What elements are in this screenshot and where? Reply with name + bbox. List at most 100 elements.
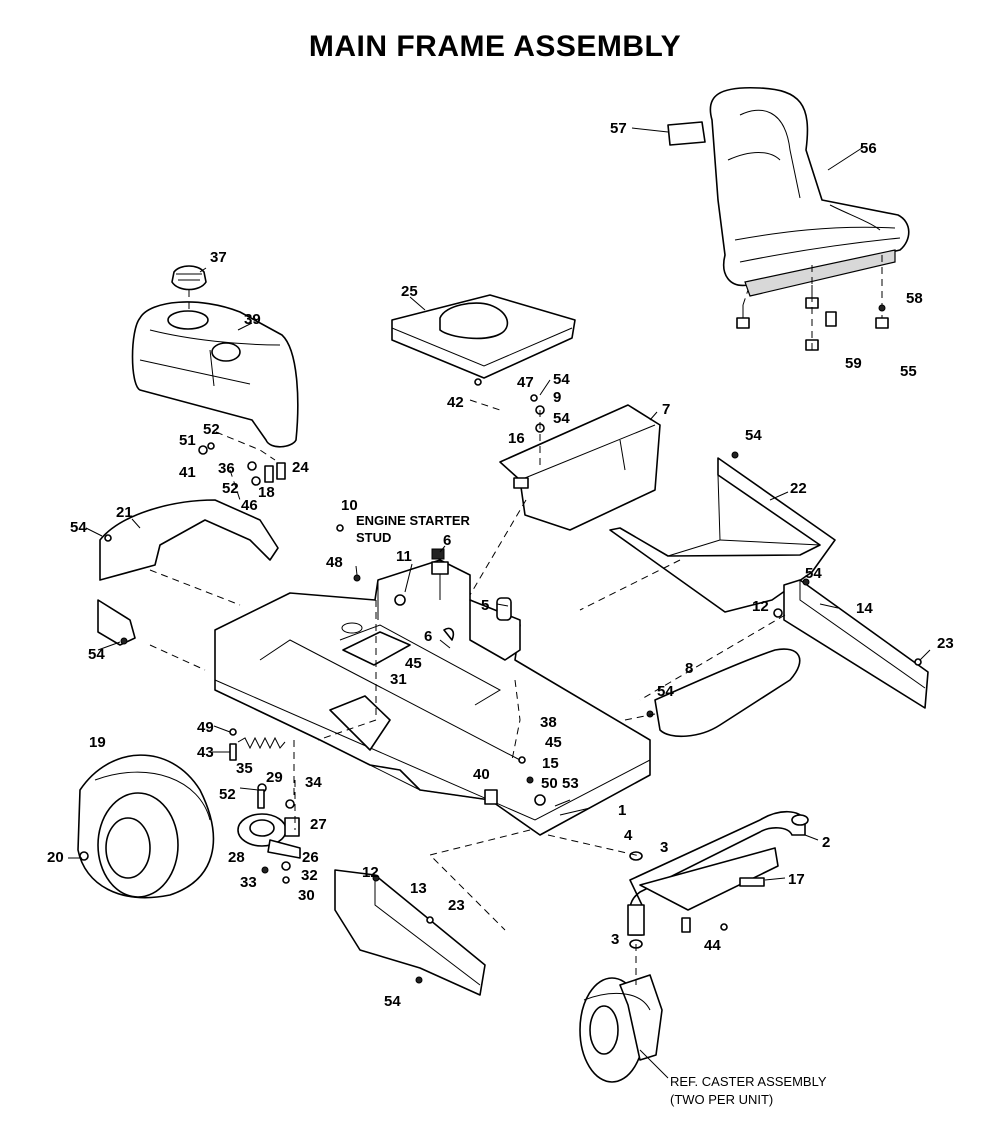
callout-36: 36 — [218, 460, 235, 477]
seat-part — [709, 86, 910, 297]
callout-29: 29 — [266, 769, 283, 786]
callout-45-right: 45 — [545, 734, 562, 751]
callout-leader-lines — [68, 127, 931, 881]
foot-pan-part — [609, 451, 836, 613]
callout-57: 57 — [610, 120, 627, 137]
callout-47: 47 — [517, 374, 534, 391]
callout-50: 50 — [541, 775, 558, 792]
rear-wheel-part — [77, 754, 215, 899]
callout-3-upper: 3 — [660, 839, 668, 856]
callout-31: 31 — [390, 671, 407, 688]
left-fender-part — [99, 499, 279, 581]
callout-10: 10 — [341, 497, 358, 514]
lower-side-bracket-part — [334, 869, 486, 996]
callout-2: 2 — [822, 834, 830, 851]
callout-45-center: 45 — [405, 655, 422, 672]
callout-12-right: 12 — [752, 598, 769, 615]
assembly-center-lines — [149, 289, 813, 985]
engine-starter-note-line2: STUD — [356, 530, 391, 545]
callout-44: 44 — [704, 937, 721, 954]
callout-16: 16 — [508, 430, 525, 447]
callout-51: 51 — [179, 432, 196, 449]
callout-4: 4 — [624, 827, 633, 844]
caster-wheel-part — [579, 974, 663, 1083]
callout-42: 42 — [447, 394, 464, 411]
callout-52-pulley: 52 — [219, 786, 236, 803]
right-side-bracket-part — [773, 578, 929, 709]
callout-53: 53 — [562, 775, 579, 792]
caster-note-line1: REF. CASTER ASSEMBLY — [670, 1074, 827, 1089]
callout-12-lower: 12 — [362, 864, 379, 881]
callout-21: 21 — [116, 504, 133, 521]
engine-starter-note-line1: ENGINE STARTER — [356, 513, 470, 528]
spring-part — [431, 548, 445, 560]
diagram-title: MAIN FRAME ASSEMBLY — [308, 30, 682, 63]
callout-20: 20 — [47, 849, 64, 866]
callout-43: 43 — [197, 744, 214, 761]
callout-34: 34 — [305, 774, 322, 791]
callout-17: 17 — [788, 871, 805, 888]
callout-26: 26 — [302, 849, 319, 866]
callout-41: 41 — [179, 464, 196, 481]
fuel-cap-part — [171, 265, 207, 291]
callout-38: 38 — [540, 714, 557, 731]
callout-58: 58 — [906, 290, 923, 307]
callout-23-lower: 23 — [448, 897, 465, 914]
callout-32: 32 — [301, 867, 318, 884]
callout-56: 56 — [860, 140, 877, 157]
callout-6-lower: 6 — [424, 628, 432, 645]
callout-25: 25 — [401, 283, 418, 300]
callout-54-bracket-lower: 54 — [553, 410, 570, 427]
callout-13: 13 — [410, 880, 427, 897]
callout-11: 11 — [396, 548, 412, 565]
callout-9: 9 — [553, 389, 561, 406]
callout-numbers: 1 2 3 3 4 5 6 6 7 8 9 10 11 12 12 13 14 … — [47, 120, 954, 1010]
pulley-assembly-part — [237, 740, 301, 884]
callout-7: 7 — [662, 401, 670, 418]
callout-54-left-lower: 54 — [88, 646, 105, 663]
callout-1: 1 — [618, 802, 626, 819]
callout-54-guard: 54 — [657, 683, 674, 700]
seat-label-part — [667, 121, 706, 146]
caster-note-line2: (TWO PER UNIT) — [670, 1092, 773, 1107]
callout-28: 28 — [228, 849, 245, 866]
callout-54-left-fender: 54 — [70, 519, 87, 536]
callout-5: 5 — [481, 597, 489, 614]
seat-mount-bracket-part — [499, 394, 661, 531]
callout-18: 18 — [258, 484, 275, 501]
callout-24: 24 — [292, 459, 309, 476]
callout-8: 8 — [685, 660, 693, 677]
callout-40: 40 — [473, 766, 490, 783]
callout-39: 39 — [244, 311, 261, 328]
callout-48: 48 — [326, 554, 343, 571]
callout-55: 55 — [900, 363, 917, 380]
slotted-bracket-part — [469, 597, 521, 661]
callout-14: 14 — [856, 600, 873, 617]
callout-49: 49 — [197, 719, 214, 736]
main-frame-part — [214, 559, 651, 836]
callout-37: 37 — [210, 249, 227, 266]
callout-22: 22 — [790, 480, 807, 497]
callout-27: 27 — [310, 816, 327, 833]
tank-hardware — [198, 431, 286, 486]
callout-3-lower: 3 — [611, 931, 619, 948]
caster-note-leader — [639, 1049, 669, 1079]
tension-spring-part — [229, 728, 286, 761]
callout-52-tank-lower: 52 — [222, 480, 239, 497]
callout-59: 59 — [845, 355, 862, 372]
callout-54-right-bracket: 54 — [805, 565, 822, 582]
left-lower-bracket-part — [97, 599, 136, 646]
bushing-upper-part — [629, 851, 643, 861]
callout-33: 33 — [240, 874, 257, 891]
caster-bracket-part — [639, 847, 779, 933]
callout-6-upper: 6 — [443, 532, 451, 549]
caster-arm-part — [627, 810, 809, 936]
callout-54-foot-pan: 54 — [745, 427, 762, 444]
callout-19: 19 — [89, 734, 106, 751]
seat-plate-part — [391, 294, 576, 386]
callout-30: 30 — [298, 887, 315, 904]
callout-46: 46 — [241, 497, 258, 514]
starter-stud-part — [336, 524, 344, 532]
callout-54-lower-bracket: 54 — [384, 993, 401, 1010]
